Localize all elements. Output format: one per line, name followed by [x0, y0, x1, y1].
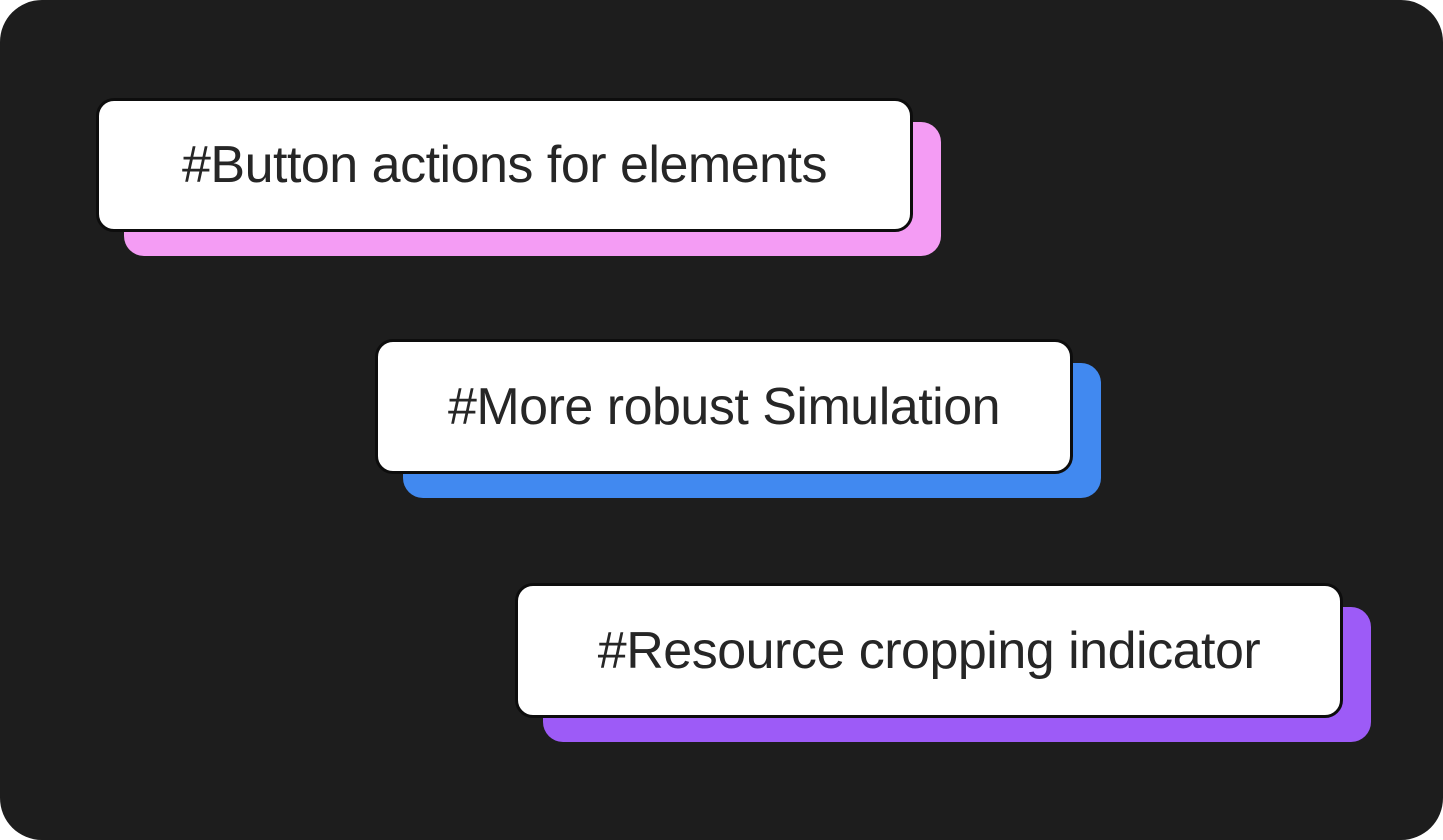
tag-robust-simulation[interactable]: #More robust Simulation	[375, 339, 1073, 474]
tag-label: #More robust Simulation	[447, 377, 1001, 436]
tag-button-actions[interactable]: #Button actions for elements	[96, 98, 913, 232]
tag-card-robust-simulation: #More robust Simulation	[375, 339, 1101, 498]
tag-label: #Resource cropping indicator	[597, 621, 1261, 680]
tag-resource-cropping[interactable]: #Resource cropping indicator	[515, 583, 1343, 718]
tag-label: #Button actions for elements	[181, 136, 828, 194]
tag-card-button-actions: #Button actions for elements	[96, 98, 941, 256]
tag-card-resource-cropping: #Resource cropping indicator	[515, 583, 1371, 742]
